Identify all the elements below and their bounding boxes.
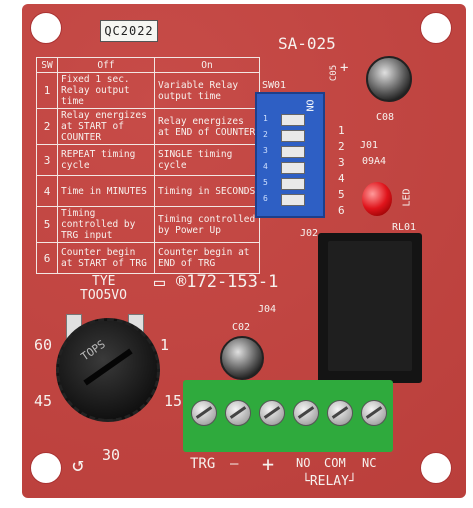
rl01-label: RL01 [392,222,417,233]
j01-label: J01 [360,140,379,151]
table-row: 3 REPEAT timing cycle SINGLE timing cycl… [36,144,260,176]
off-cell: Fixed 1 sec. Relay output time [57,72,155,109]
c02-label: C02 [232,322,251,333]
code-label: 09A4 [362,156,387,167]
mount-hole [30,452,62,484]
scale-1: 1 [160,336,170,354]
tye-label: TYE [92,274,116,289]
row-number: 2 [36,108,58,145]
c08-label: C08 [376,112,395,123]
led [362,182,392,216]
terminal-label: COM [324,456,346,470]
dip-toggle-1[interactable] [281,114,305,126]
relay-group-text: RELAY [309,474,349,489]
dip-number: 3 [263,146,268,155]
terminal-screw-nc[interactable] [361,400,387,426]
off-cell: Timing controlled by TRG input [57,206,155,243]
dip-number: 5 [263,178,268,187]
scale-30: 30 [102,446,121,464]
dip-toggle-2[interactable] [281,130,305,142]
model-label: SA-025 [278,34,336,53]
j04-label: J04 [258,304,277,315]
dip-toggle-4[interactable] [281,162,305,174]
off-cell: REPEAT timing cycle [57,144,155,176]
dip-switch[interactable]: ON 1 2 3 4 5 6 [255,92,325,218]
terminal-screw-trg[interactable] [191,400,217,426]
capacitor-c02 [220,336,264,380]
on-cell: Timing in SECONDS [154,175,260,207]
terminal-label: TRG [190,456,216,472]
off-cell: Time in MINUTES [57,175,155,207]
table-row: 6 Counter begin at START of TRG Counter … [36,242,260,274]
terminal-label: + [262,452,275,476]
sw01-label: SW01 [262,80,287,91]
header-off: Off [57,57,155,73]
table-row: 5 Timing controlled by TRG input Timing … [36,206,260,243]
off-cell: Counter begin at START of TRG [57,242,155,274]
table-row: 2 Relay energizes at START of COUNTER Re… [36,108,260,145]
table-header-row: SW Off On [36,57,260,73]
mount-hole [420,12,452,44]
j02-label: J02 [300,228,319,239]
side-number: 1 [338,124,345,137]
side-number: 4 [338,172,345,185]
switch-function-table: SW Off On 1 Fixed 1 sec. Relay output ti… [36,57,260,274]
terminal-screw-plus[interactable] [259,400,285,426]
header-on: On [154,57,260,73]
relay [318,233,422,383]
plus-marking: + [340,60,349,76]
terminal-block [183,380,393,452]
terminal-screw-no[interactable] [293,400,319,426]
part-number-label: ®172-153-1 [176,272,279,292]
dip-number: 2 [263,130,268,139]
terminal-label: NC [362,456,377,470]
side-number: 2 [338,140,345,153]
table-row: 1 Fixed 1 sec. Relay output time Variabl… [36,72,260,109]
header-sw: SW [36,57,58,73]
on-cell: Variable Relay output time [154,72,260,109]
dip-number: 6 [263,194,268,203]
row-number: 5 [36,206,58,243]
scale-45: 45 [34,392,53,410]
c05-label: C05 [329,64,340,82]
relay-group-label: └RELAY┘ [302,474,357,489]
led-label: LED [401,188,413,207]
dip-number: 4 [263,162,268,171]
terminal-screw-minus[interactable] [225,400,251,426]
dip-toggle-5[interactable] [281,178,305,190]
logo-icon: ▭ [154,272,165,293]
terminal-label: NO [296,456,311,470]
capacitor-c08 [366,56,412,102]
on-cell: Timing controlled by Power Up [154,206,260,243]
qc-sticker: QC2022 [100,20,158,42]
pot-part-label: TOO5VO [80,288,127,303]
side-number: 3 [338,156,345,169]
on-cell: Relay energizes at END of COUNTER [154,108,260,145]
table-row: 4 Time in MINUTES Timing in SECONDS [36,175,260,207]
dip-on-label: ON [303,99,315,112]
relay-body [328,241,412,371]
on-cell: SINGLE timing cycle [154,144,260,176]
potentiometer[interactable]: TOPS [56,318,160,426]
rotate-arrow-icon: ↺ [72,452,85,476]
mount-hole [420,452,452,484]
row-number: 4 [36,175,58,207]
scale-60: 60 [34,336,53,354]
scale-15: 15 [164,392,183,410]
dip-number: 1 [263,114,268,123]
off-cell: Relay energizes at START of COUNTER [57,108,155,145]
row-number: 3 [36,144,58,176]
mount-hole [30,12,62,44]
dip-toggle-3[interactable] [281,146,305,158]
row-number: 1 [36,72,58,109]
row-number: 6 [36,242,58,274]
terminal-label: — [230,456,239,472]
side-number: 5 [338,188,345,201]
on-cell: Counter begin at END of TRG [154,242,260,274]
terminal-screw-com[interactable] [327,400,353,426]
dip-toggle-6[interactable] [281,194,305,206]
side-number: 6 [338,204,345,217]
